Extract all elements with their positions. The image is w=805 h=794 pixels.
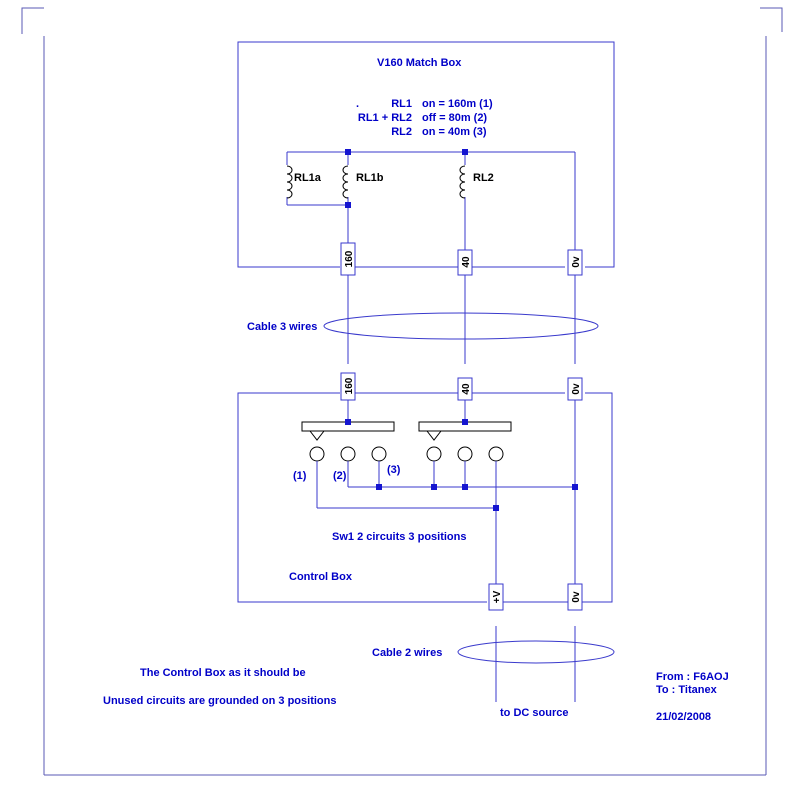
svg-text:RL2: RL2 [473,172,494,184]
relay-table-left-2: RL1 + RL2 [358,112,412,124]
match-box-frame [237,41,615,268]
svg-text:40: 40 [461,383,472,395]
cable-2-wires [457,626,615,702]
switch-junctions [376,484,578,511]
control-box-frame [237,392,613,603]
control-terminal-bottom-0v: 0v [567,583,583,611]
author-to: To : Titanex [656,684,718,696]
match-box-title: V160 Match Box [377,57,462,69]
svg-text:+V: +V [492,590,503,603]
control-terminal-0v: 0v [567,377,583,401]
control-box-label: Control Box [289,571,353,583]
author-date: 21/02/2008 [656,711,711,723]
switch-label: Sw1 2 circuits 3 positions [332,531,467,543]
match-terminal-0v: 0v [567,249,583,276]
cable-bottom-label: Cable 2 wires [372,647,442,659]
relay-table-right-1: on = 160m (1) [422,98,493,110]
dc-source-label: to DC source [500,707,568,719]
cable-top-label: Cable 3 wires [247,321,317,333]
relay-table-left-3: RL2 [391,126,412,138]
relay-coil-rl1a: RL1a [282,165,322,199]
svg-text:40: 40 [461,256,472,268]
control-terminal-160: 160 [340,372,356,401]
position-label-2: (2) [333,470,347,482]
svg-text:RL1b: RL1b [356,172,384,184]
relay-coil-rl1b: RL1b [342,165,384,199]
svg-text:160: 160 [344,377,355,394]
match-box-junctions [345,149,468,208]
relay-table: . RL1 on = 160m (1) RL1 + RL2 off = 80m … [356,98,493,138]
switch-wiring [316,461,575,584]
control-terminal-plus-v: +V [488,583,504,611]
note-line-2: Unused circuits are grounded on 3 positi… [103,695,336,707]
relay-table-left-1: RL1 [391,98,412,110]
svg-text:RL1a: RL1a [294,172,322,184]
position-label-1: (1) [293,470,307,482]
position-label-3: (3) [387,464,401,476]
svg-text:0v: 0v [571,256,582,268]
relay-table-right-2: off = 80m (2) [422,112,487,124]
svg-text:0v: 0v [571,383,582,395]
author-from: From : F6AOJ [656,671,729,683]
svg-text:160: 160 [344,250,355,267]
control-terminal-40: 40 [457,377,473,401]
relay-table-dot: . [356,98,359,110]
svg-text:0v: 0v [571,591,582,603]
match-terminal-40: 40 [457,249,473,276]
switch-sw1 [301,400,576,602]
match-terminal-160: 160 [340,242,356,276]
note-line-1: The Control Box as it should be [140,667,306,679]
corner-marks [21,7,783,776]
match-box-wiring [286,151,576,250]
cable-3-wires [323,275,599,364]
relay-table-right-3: on = 40m (3) [422,126,487,138]
relay-coil-rl2: RL2 [459,165,494,199]
